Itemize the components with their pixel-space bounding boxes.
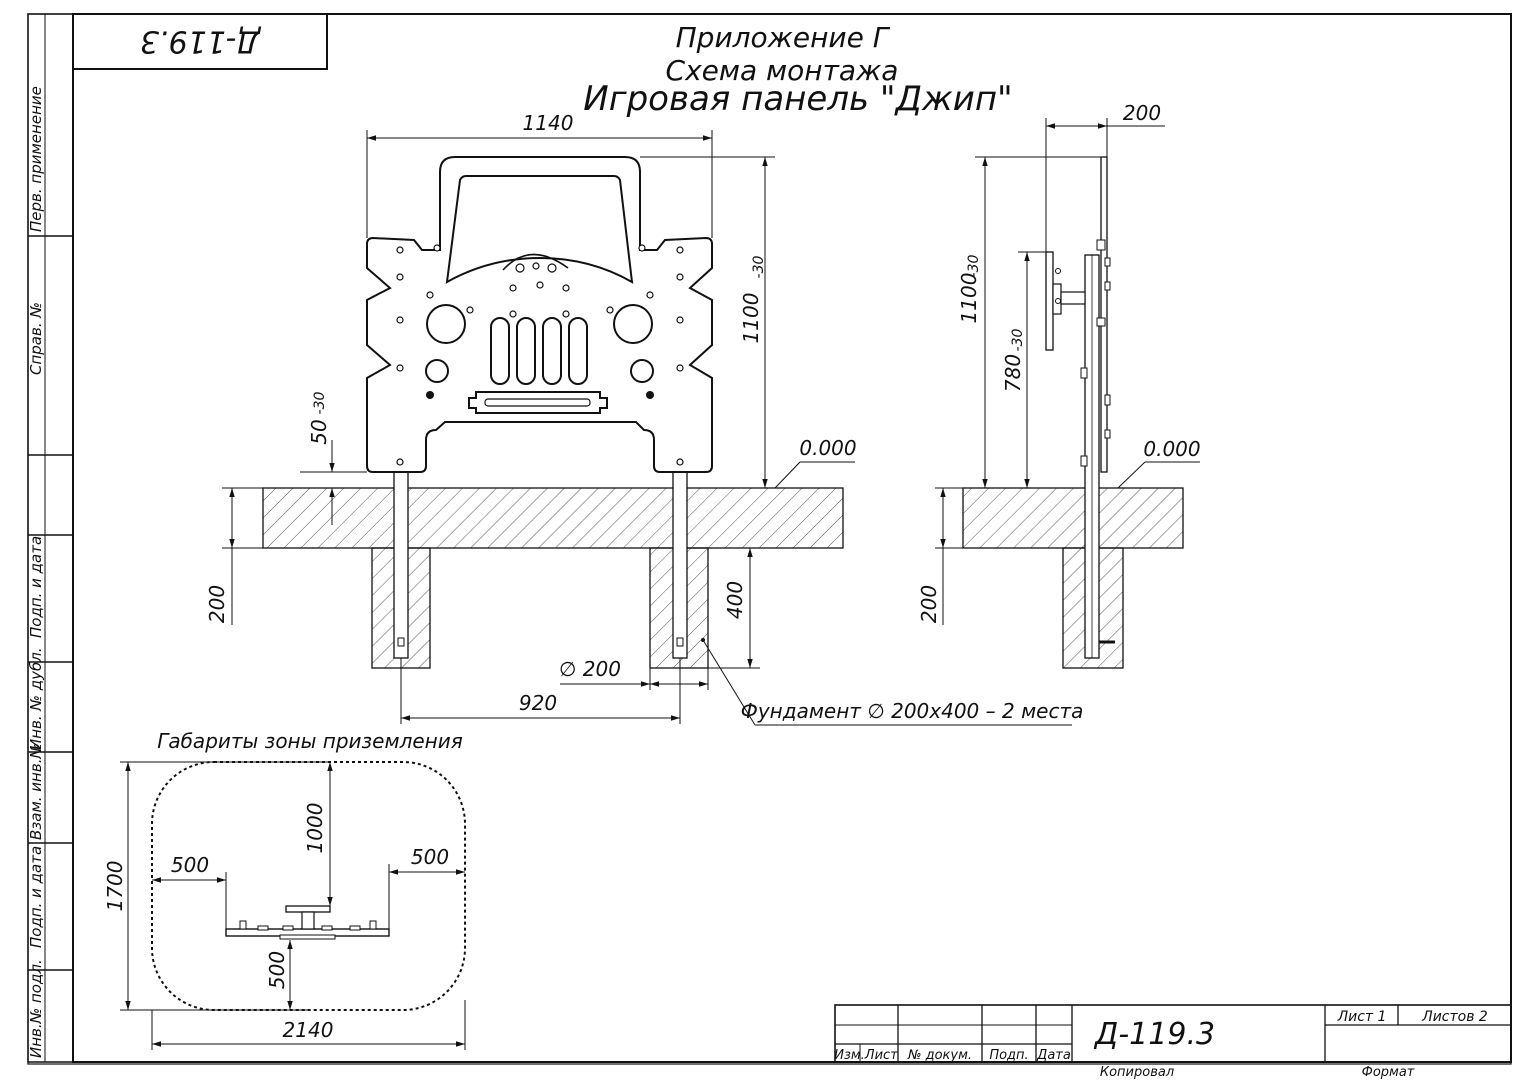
landing-zone: Габариты зоны приземления 1700 2140 500 … bbox=[103, 729, 466, 1050]
label-perv-primen: Перв. применение bbox=[27, 86, 45, 232]
foglight-right bbox=[630, 359, 654, 383]
windshield bbox=[445, 175, 634, 284]
dim-height-1100: 1100 bbox=[739, 293, 763, 344]
front-view: 1140 1100 -30 0.000 50 -30 200 400 ∅ bbox=[205, 111, 857, 724]
steering-wheel-side bbox=[1045, 251, 1054, 351]
post-right bbox=[672, 469, 688, 659]
title-line-3: Игровая панель "Джип" bbox=[583, 79, 1012, 119]
dim-zone-top: 1000 bbox=[303, 803, 327, 854]
headlight-right bbox=[613, 304, 653, 344]
landing-zone-outline bbox=[151, 761, 466, 1011]
grille-slot-4 bbox=[568, 317, 588, 385]
dim-height-tol: -30 bbox=[751, 255, 767, 278]
post-left bbox=[393, 469, 409, 659]
level-side: 0.000 bbox=[1143, 437, 1200, 461]
sheet-number: Лист 1 bbox=[1337, 1009, 1387, 1025]
foglight-left bbox=[425, 359, 449, 383]
col-doc: № докум. bbox=[907, 1048, 972, 1063]
label-sprav-no: Справ. № bbox=[27, 302, 45, 375]
label-inv-podl: Инв.№ подл. bbox=[27, 959, 45, 1058]
sheet-count: Листов 2 bbox=[1421, 1009, 1488, 1025]
bolt-holes bbox=[396, 244, 684, 466]
dim-slab-front: 200 bbox=[205, 585, 229, 623]
steering-wheel-top bbox=[502, 253, 569, 271]
col-sign: Подп. bbox=[989, 1048, 1028, 1063]
dim-zone-length: 1700 bbox=[103, 861, 127, 912]
headlight-left bbox=[426, 304, 466, 344]
label-vzam-inv: Взам. инв.№ bbox=[27, 743, 45, 840]
title-block: Изм.Лист № докум. Подп. Дата Д-119.3 Лис… bbox=[834, 1004, 1512, 1080]
dim-side-depth: 200 bbox=[1123, 101, 1161, 125]
dim-diameter: ∅ 200 bbox=[559, 657, 621, 681]
dim-slab-side: 200 bbox=[917, 585, 941, 623]
format-label: Формат bbox=[1362, 1065, 1415, 1080]
dim-zone-right: 500 bbox=[411, 845, 449, 869]
copied-label: Копировал bbox=[1100, 1065, 1174, 1080]
col-date: Дата bbox=[1036, 1048, 1071, 1063]
side-view: 200 1100 -30 780 -30 0.000 200 bbox=[917, 101, 1201, 669]
grille-slot-3 bbox=[542, 317, 562, 385]
dim-wheel-height-tol: -30 bbox=[1010, 328, 1026, 351]
code-stamp-text: Д-119.3 bbox=[140, 24, 262, 59]
dim-depth-400: 400 bbox=[723, 581, 747, 619]
license-plate bbox=[468, 391, 608, 414]
dim-zone-left: 500 bbox=[171, 853, 209, 877]
grille-slot-2 bbox=[516, 317, 536, 385]
landing-zone-title: Габариты зоны приземления bbox=[157, 729, 463, 753]
label-inv-dubl: Инв. № дубл. bbox=[27, 647, 45, 750]
dim-width-1140: 1140 bbox=[523, 111, 574, 135]
dim-leg-gap-tol: -30 bbox=[312, 391, 328, 414]
col-izm-list: Изм.Лист bbox=[834, 1048, 898, 1063]
side-column: Перв. применение Справ. № Подп. и дата И… bbox=[27, 13, 74, 1063]
dim-spacing-920: 920 bbox=[519, 691, 557, 715]
dim-wheel-height: 780 bbox=[1001, 354, 1025, 392]
dim-zone-bottom: 500 bbox=[265, 951, 289, 989]
level-front: 0.000 bbox=[799, 436, 856, 460]
panel-sheet-side bbox=[1100, 156, 1108, 473]
label-podp-data-1: Подп. и дата bbox=[27, 536, 45, 638]
code-stamp: Д-119.3 bbox=[72, 13, 328, 70]
grille-slot-1 bbox=[490, 317, 510, 385]
ground-slab-front bbox=[262, 487, 844, 549]
foundation-note: Фундамент ∅ 200х400 – 2 места bbox=[741, 699, 1084, 723]
dim-leg-gap: 50 bbox=[307, 419, 331, 444]
dim-zone-width: 2140 bbox=[283, 1018, 334, 1042]
dim-side-height: 1100 bbox=[957, 273, 981, 324]
title-line-2: Схема монтажа bbox=[666, 54, 899, 87]
ground-slab-side bbox=[962, 487, 1184, 549]
label-podp-data-2: Подп. и дата bbox=[27, 846, 45, 948]
dim-side-height-tol: -30 bbox=[966, 254, 982, 277]
title-line-1: Приложение Г bbox=[676, 21, 891, 54]
title-block-code: Д-119.3 bbox=[1093, 1017, 1215, 1052]
